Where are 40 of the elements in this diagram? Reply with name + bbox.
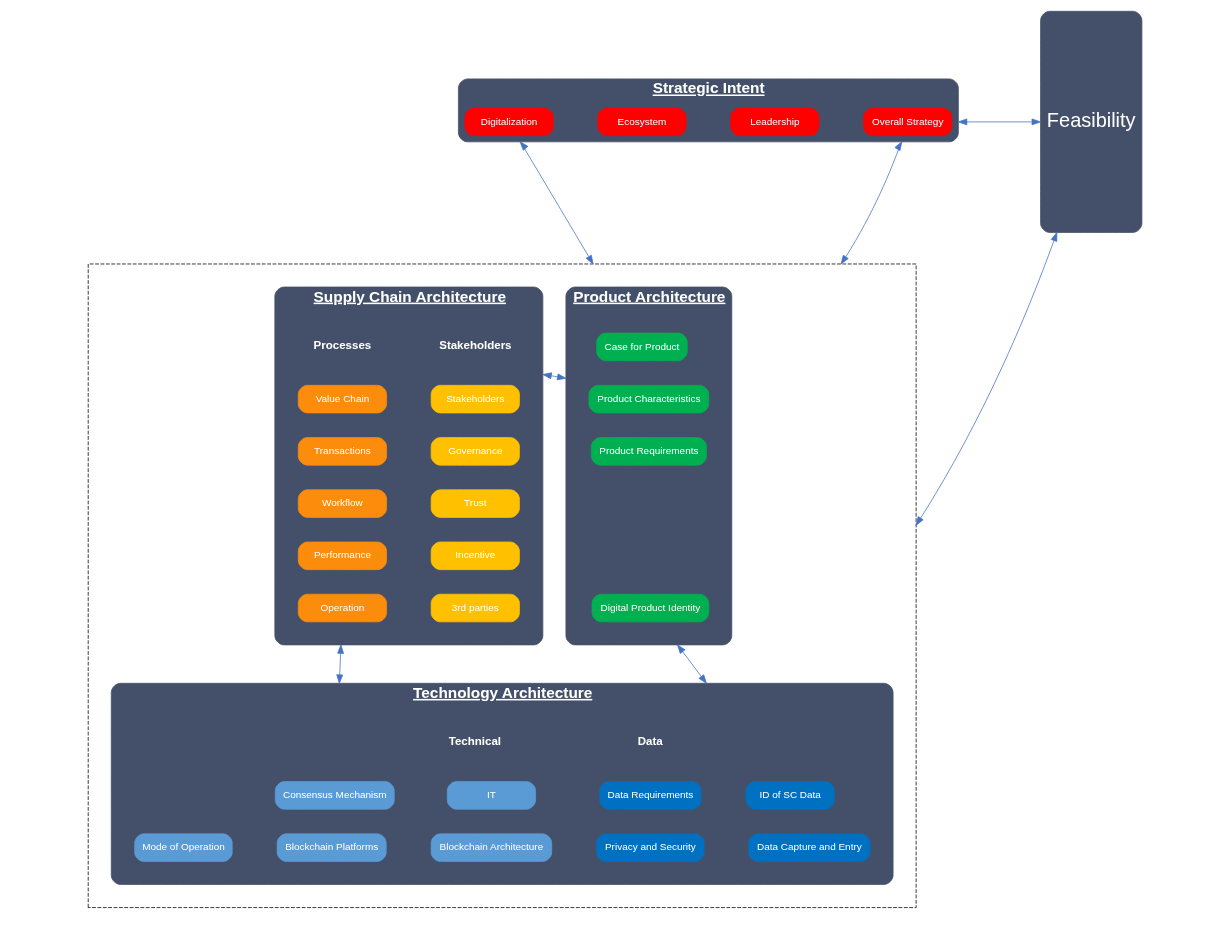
node-box: Digitalization — [464, 107, 554, 137]
node-box: Trust — [430, 489, 520, 518]
arrow — [840, 141, 902, 265]
node-box: Digital Product Identity — [591, 593, 709, 623]
node-box: Data Requirements — [598, 781, 701, 810]
node-box: IT — [446, 781, 536, 810]
node-box: Transactions — [297, 437, 387, 466]
arrow — [915, 232, 1057, 526]
arrow — [676, 644, 707, 684]
arrow — [542, 372, 566, 381]
node-box: Blockchain Architecture — [430, 833, 552, 862]
node-box: Incentive — [430, 541, 520, 571]
label: Technical — [448, 735, 501, 748]
node-box: Overall Strategy — [862, 107, 952, 137]
node-box: Data Capture and Entry — [747, 833, 870, 862]
node-box: Workflow — [297, 489, 387, 518]
node-box: Operation — [297, 593, 387, 623]
label: Data — [637, 735, 663, 748]
cluster — [87, 263, 916, 908]
node-box: ID of SC Data — [745, 781, 835, 810]
node-box: Governance — [430, 437, 520, 466]
label: Processes — [313, 338, 371, 351]
node-box: Stakeholders — [430, 384, 520, 414]
node-box: Mode of Operation — [133, 833, 233, 862]
node-box: Product Characteristics — [588, 384, 709, 414]
node-box: Consensus Mechanism — [274, 781, 395, 810]
node-box: Feasibility — [1039, 10, 1142, 233]
label: Stakeholders — [438, 338, 512, 351]
node-box: Leadership — [729, 107, 819, 137]
arrow — [335, 644, 344, 684]
node-box: 3rd parties — [430, 593, 520, 623]
node-box: Value Chain — [297, 384, 387, 414]
arrow — [519, 141, 593, 265]
node-box: Case for Product — [595, 332, 688, 362]
node-box: Performance — [297, 541, 387, 571]
node-box: Blockchain Platforms — [276, 833, 387, 862]
node-box: Ecosystem — [596, 107, 686, 137]
node-box: Privacy and Security — [595, 833, 705, 862]
node-box: Product Requirements — [590, 437, 707, 466]
arrow — [957, 118, 1041, 126]
